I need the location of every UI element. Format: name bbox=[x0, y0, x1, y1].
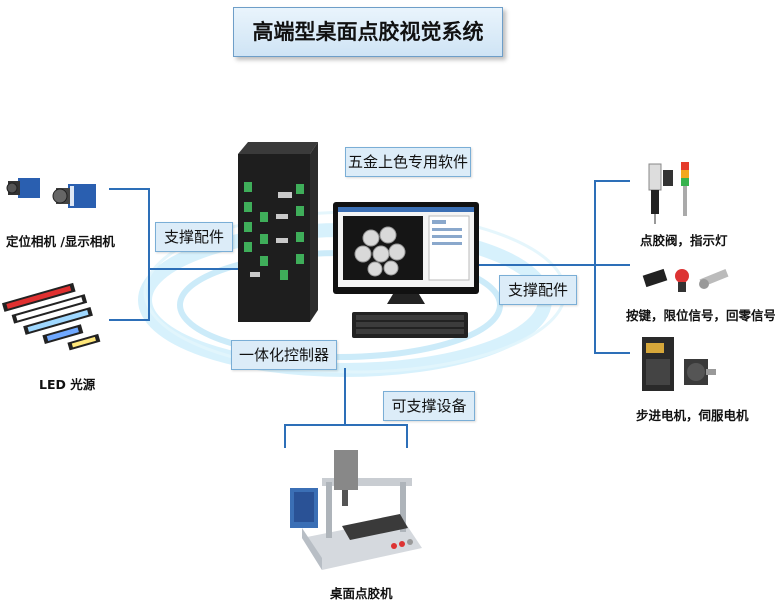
machine-caption: 桌面点胶机 bbox=[330, 586, 393, 601]
connector-line bbox=[344, 368, 346, 426]
connector-line bbox=[406, 424, 408, 448]
connector-line bbox=[148, 188, 150, 321]
connector-line bbox=[477, 264, 595, 266]
cameras-image bbox=[6, 178, 96, 208]
keyboard-image bbox=[352, 312, 468, 338]
controller-cabinet-image bbox=[238, 142, 318, 322]
buttons-caption: 按键，限位信号，回零信号 bbox=[626, 308, 775, 323]
led-caption: LED 光源 bbox=[39, 377, 96, 392]
led-lights-image bbox=[1, 282, 101, 351]
dispensing-machine-image bbox=[290, 450, 422, 570]
controller-label: 一体化控制器 bbox=[231, 340, 337, 370]
connector-line bbox=[284, 424, 408, 426]
connector-line bbox=[109, 188, 150, 190]
buttons-switches-image bbox=[642, 268, 729, 292]
software-label: 五金上色专用软件 bbox=[345, 147, 471, 177]
connector-line bbox=[109, 319, 150, 321]
motors-caption: 步进电机，伺服电机 bbox=[636, 408, 749, 423]
valve-indicator-image bbox=[648, 162, 689, 224]
connector-line bbox=[594, 264, 630, 266]
support-accessories-label-left: 支撑配件 bbox=[155, 222, 233, 252]
support-accessories-label-right: 支撑配件 bbox=[499, 275, 577, 305]
page-title: 高端型桌面点胶视觉系统 bbox=[233, 7, 503, 57]
connector-line bbox=[594, 180, 596, 353]
monitor-image bbox=[333, 202, 479, 304]
supported-device-label: 可支撑设备 bbox=[383, 391, 475, 421]
valve-caption: 点胶阀，指示灯 bbox=[640, 233, 728, 248]
connector-line bbox=[594, 352, 630, 354]
connector-line bbox=[284, 424, 286, 448]
motors-image bbox=[642, 337, 716, 391]
cameras-caption: 定位相机 /显示相机 bbox=[6, 234, 115, 249]
connector-line bbox=[594, 180, 630, 182]
connector-line bbox=[148, 268, 238, 270]
